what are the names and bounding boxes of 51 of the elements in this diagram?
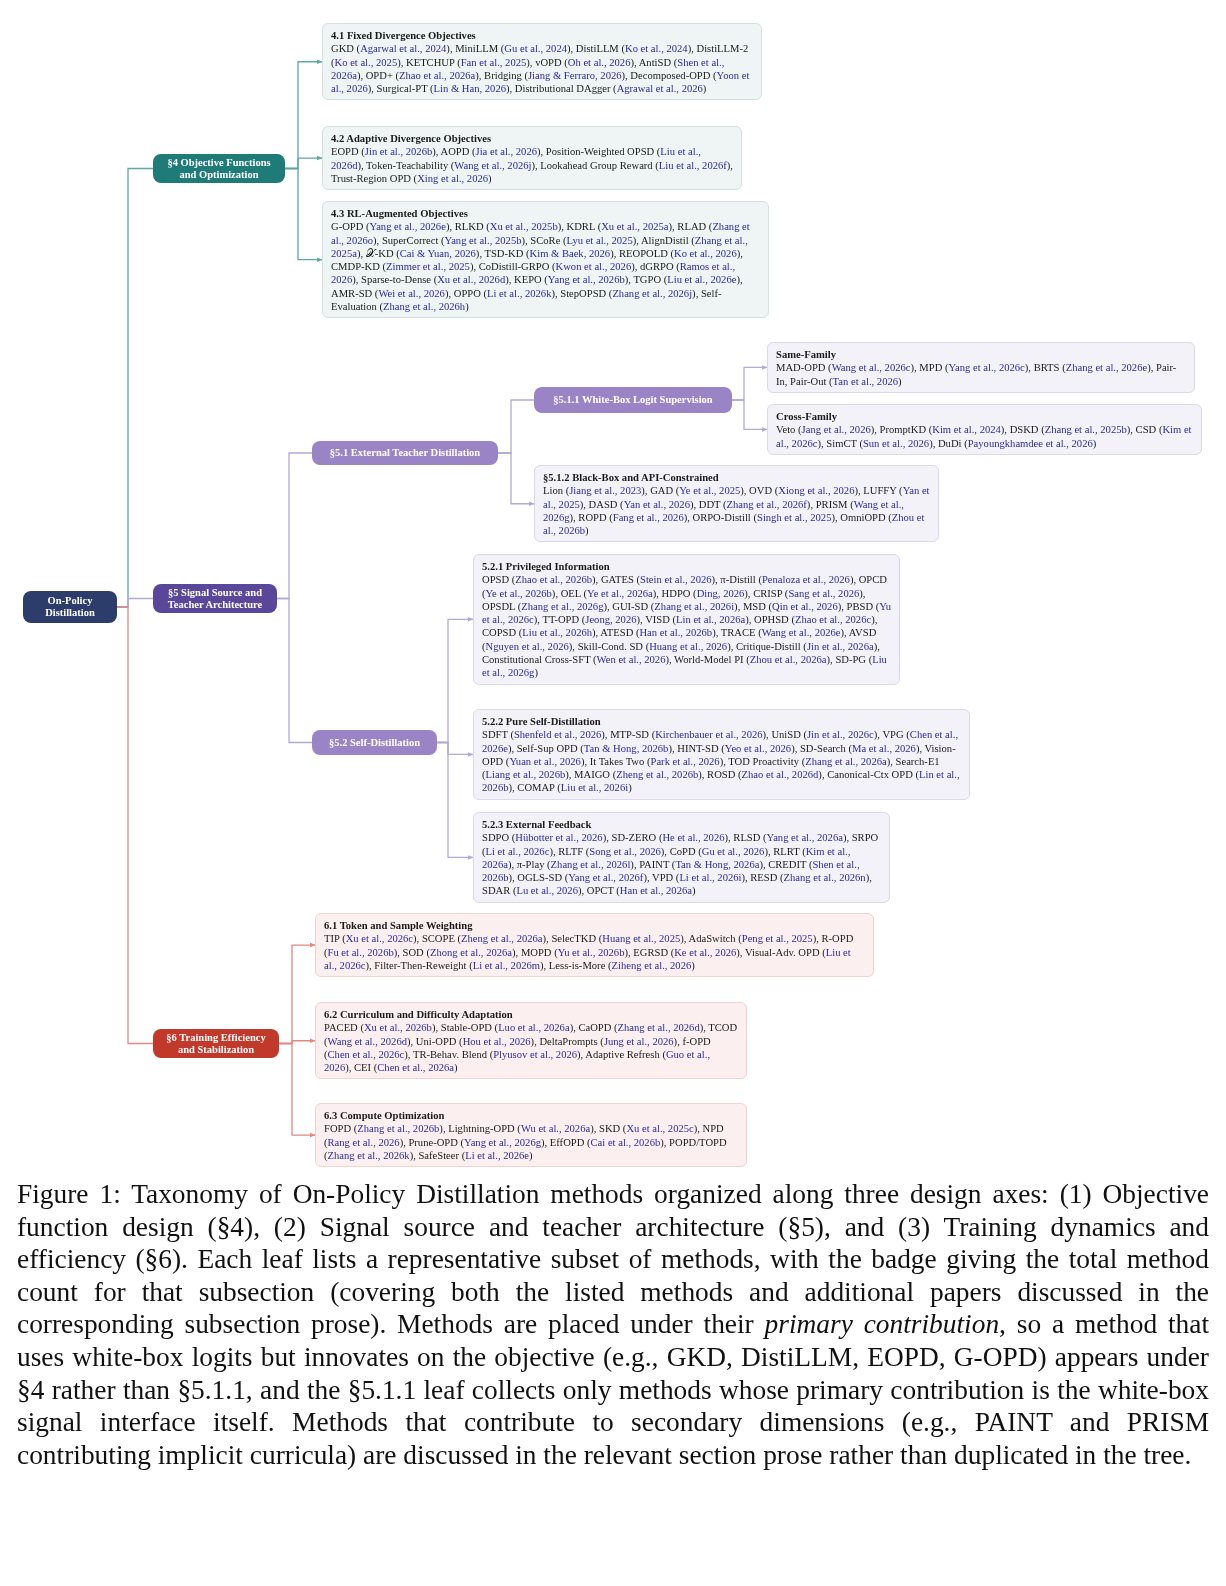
leaf-heading: Same-Family [776, 348, 837, 362]
category-pill: §6 Training Efficiency and Stabilization [153, 1029, 279, 1058]
method-list: EOPD (Jin et al., 2026b), AOPD (Jia et al., 2026), Position-Weighted OPSD (Liu et al., 2026d), Token-Teachability (Wang et al., 2026j), Lookahead Group Reward (Liu et al., 2026f), Trust-Region OPD (Xing et al., 2026) [331, 145, 733, 186]
leaf-box [322, 201, 769, 319]
method-list: SDPO (Hübotter et al., 2026), SD-ZERO (He et al., 2026), RLSD (Yang et al., 2026a), SRPO (Li et al., 2026c), RLTF (Song et al., 2026), CoPD (Gu et al., 2026), RLRT (Kim et al., 2026a), π-Play (Zhang et al., 2026l), PAINT (Tan & Hong, 2026a), CREDIT (Shen et al., 2026b), OGLS-SD (Yang et al., 2026f), VPD (Li et al., 2026i), RESD (Zhang et al., 2026n), SDAR (Lu et al., 2026), OPCT (Han et al., 2026a) [482, 831, 881, 898]
category-pill: §5.1 External Teacher Distillation [312, 441, 498, 465]
leaf-heading: 4.3 RL-Augmented Objectives [331, 207, 468, 221]
leaf-box [322, 126, 742, 191]
tree-connector [497, 452, 535, 507]
leaf-heading: §5.1.2 Black-Box and API-Constrained [543, 471, 719, 485]
leaf-box [322, 23, 762, 101]
leaf-heading: Cross-Family [776, 410, 837, 424]
tree-connector [436, 741, 474, 860]
leaf-box [315, 913, 874, 978]
method-list: FOPD (Zhang et al., 2026b), Lightning-OPD (Wu et al., 2026a), SKD (Xu et al., 2025c), NPD (Rang et al., 2026), Prune-OPD (Yang et al., 2026g), EffOPD (Cai et al., 2026b), POPD/TOPD (Zhang et al., 2026k), SafeSteer (Li et al., 2026e) [324, 1122, 738, 1163]
leaf-heading: 6.2 Curriculum and Difficulty Adaptation [324, 1008, 513, 1022]
leaf-heading: 5.2.3 External Feedback [482, 818, 592, 832]
category-pill: §4 Objective Functions and Optimization [153, 154, 285, 183]
method-list: SDFT (Shenfeld et al., 2026), MTP-SD (Kirchenbauer et al., 2026), UniSD (Jin et al., 2026c), VPG (Chen et al., 2026e), Self-Sup OPD (Tan & Hong, 2026b), HINT-SD (Yeo et al., 2026), SD-Search (Ma et al., 2026), Vision-OPD (Yuan et al., 2026), It Takes Two (Park et al., 2026), TOD Proactivity (Zhang et al., 2026a), Search-E1 (Liang et al., 2026b), MAIGO (Zheng et al., 2026b), ROSD (Zhao et al., 2026d), Canonical-Ctx OPD (Lin et al., 2026b), COMAP (Liu et al., 2026i) [482, 728, 961, 795]
leaf-heading: 4.1 Fixed Divergence Objectives [331, 29, 476, 43]
tree-connector [284, 167, 323, 263]
method-list: GKD (Agarwal et al., 2024), MiniLLM (Gu et al., 2024), DistiLLM (Ko et al., 2024), DistiLLM-2 (Ko et al., 2025), KETCHUP (Fan et al., 2025), vOPD (Oh et al., 2026), AntiSD (Shen et al., 2026a), OPD+ (Zhao et al., 2026a), Bridging (Jiang & Ferraro, 2026), Decomposed-OPD (Yoon et al., 2026), Surgical-PT (Lin & Han, 2026), Distributional DAgger (Agrawal et al., 2026) [331, 42, 753, 96]
leaf-box [473, 554, 900, 685]
category-pill: On-Policy Distillation [23, 591, 117, 623]
tree-connector [731, 399, 768, 432]
leaf-box [473, 812, 890, 903]
method-list: PACED (Xu et al., 2026b), Stable-OPD (Luo et al., 2026a), CaOPD (Zhang et al., 2026d), TCOD (Wang et al., 2026d), Uni-OPD (Hou et al., 2026), DeltaPrompts (Jung et al., 2026), f-OPD (Chen et al., 2026c), TR-Behav. Blend (Plyusov et al., 2026), Adaptive Refresh (Guo et al., 2026), CEI (Chen et al., 2026a) [324, 1021, 738, 1075]
leaf-box [534, 465, 939, 543]
category-pill: §5 Signal Source and Teacher Architecture [153, 584, 277, 613]
leaf-heading: 4.2 Adaptive Divergence Objectives [331, 132, 492, 146]
category-pill: §5.1.1 White-Box Logit Supervision [534, 387, 732, 413]
leaf-heading: 6.3 Compute Optimization [324, 1109, 445, 1123]
figure-caption: Figure 1: Taxonomy of On-Policy Distillation methods organized along three design axes: (1) Objective function design (§4), (2) Signal source and teacher architecture (§5), and (3) Training dynamics and efficiency (§6). Each leaf lists a representative subset of methods, with the badge giving the total method count for that subsection (covering both the listed methods and additional papers discussed in the corresponding subsection prose). Methods are placed under their primary contribution, so a method that uses white-box logits but innovates on the objective (e.g., GKD, DistiLLM, EOPD, G-OPD) appears under §4 rather than §5.1.1, and the §5.1.1 leaf collects only methods whose primary contribution is the white-box signal interface itself. Methods that contribute to secondary dimensions (e.g., PAINT and PRISM contributing implicit curricula) are discussed in the relevant section prose rather than duplicated in the tree. [17, 1178, 1209, 1472]
leaf-heading: 6.1 Token and Sample Weighting [324, 919, 473, 933]
category-pill: §5.2 Self-Distillation [312, 730, 437, 755]
leaf-box [473, 709, 970, 800]
leaf-heading: 5.2.1 Privileged Information [482, 560, 610, 574]
tree-connector [276, 597, 313, 744]
method-list: MAD-OPD (Wang et al., 2026c), MPD (Yang et al., 2026c), BRTS (Zhang et al., 2026e), Pair-In, Pair-Out (Tan et al., 2026) [776, 361, 1186, 388]
method-list: Veto (Jang et al., 2026), PromptKD (Kim et al., 2024), DSKD (Zhang et al., 2025b), CSD (Kim et al., 2026c), SimCT (Sun et al., 2026), DuDi (Payoungkhamdee et al., 2026) [776, 423, 1193, 450]
leaf-box [767, 404, 1202, 455]
leaf-heading: 5.2.2 Pure Self-Distillation [482, 715, 601, 729]
tree-connector [278, 1042, 316, 1138]
method-list: G-OPD (Yang et al., 2026e), RLKD (Xu et al., 2025b), KDRL (Xu et al., 2025a), RLAD (Zhang et al., 2026o), SuperCorrect (Yang et al., 2025b), SCoRe (Lyu et al., 2025), AlignDistil (Zhang et al., 2025a), 𝒳-KD (Cai & Yuan, 2026), TSD-KD (Kim & Baek, 2026), REOPOLD (Ko et al., 2026), CMDP-KD (Zimmer et al., 2025), CoDistill-GRPO (Kwon et al., 2026), dGRPO (Ramos et al., 2026), Sparse-to-Dense (Xu et al., 2026d), KEPO (Yang et al., 2026b), TGPO (Liu et al., 2026e), AMR-SD (Wei et al., 2026), OPPO (Li et al., 2026k), StepOPSD (Zhang et al., 2026j), Self-Evaluation (Zhang et al., 2026h) [331, 220, 760, 314]
tree-connector [116, 606, 154, 1045]
method-list: OPSD (Zhao et al., 2026b), GATES (Stein et al., 2026), π-Distill (Penaloza et al., 2026), OPCD (Ye et al., 2026b), OEL (Ye et al., 2026a), HDPO (Ding, 2026), CRISP (Sang et al., 2026), OPSDL (Zhang et al., 2026g), GUI-SD (Zhang et al., 2026i), MSD (Qin et al., 2026), PBSD (Yu et al., 2026c), TT-OPD (Jeong, 2026), VISD (Lin et al., 2026a), OPHSD (Zhao et al., 2026c), COPSD (Liu et al., 2026h), ATESD (Han et al., 2026b), TRACE (Wang et al., 2026e), AVSD (Nguyen et al., 2026), Skill-Cond. SD (Huang et al., 2026), Critique-Distill (Jin et al., 2026a), Constitutional Cross-SFT (Wen et al., 2026), World-Model PI (Zhou et al., 2026a), SD-PG (Liu et al., 2026g) [482, 573, 891, 680]
leaf-box [315, 1002, 747, 1080]
method-list: Lion (Jiang et al., 2023), GAD (Ye et al., 2025), OVD (Xiong et al., 2026), LUFFY (Yan et al., 2025), DASD (Yan et al., 2026), DDT (Zhang et al., 2026f), PRISM (Wang et al., 2026g), ROPD (Fang et al., 2026), ORPO-Distill (Singh et al., 2025), OmniOPD (Zhou et al., 2026b) [543, 484, 930, 538]
leaf-box [315, 1103, 747, 1168]
method-list: TIP (Xu et al., 2026c), SCOPE (Zheng et al., 2026a), SelecTKD (Huang et al., 2025), AdaSwitch (Peng et al., 2025), R-OPD (Fu et al., 2026b), SOD (Zhong et al., 2026a), MOPD (Yu et al., 2026b), EGRSD (Ke et al., 2026), Visual-Adv. OPD (Liu et al., 2026c), Filter-Then-Reweight (Li et al., 2026m), Less-is-More (Ziheng et al., 2026) [324, 932, 865, 973]
leaf-box [767, 342, 1195, 393]
